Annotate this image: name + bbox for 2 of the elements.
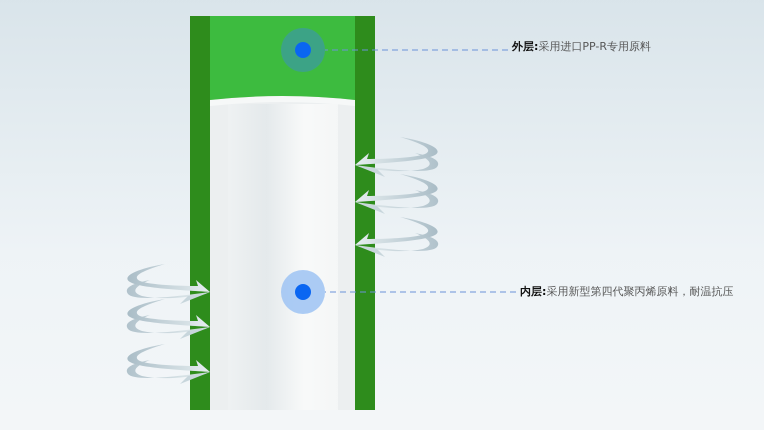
callout-text: 外层:采用进口PP-R专用原料 [512, 40, 652, 54]
callout-text: 内层:采用新型第四代聚丙烯原料，耐温抗压 [520, 285, 734, 299]
